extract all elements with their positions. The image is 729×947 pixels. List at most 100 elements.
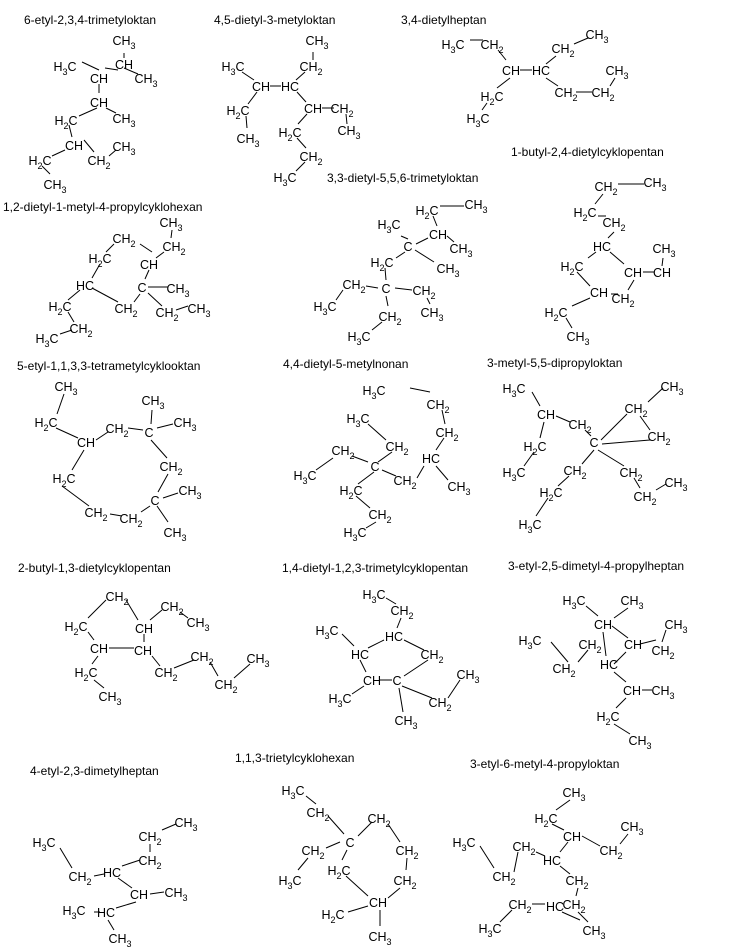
bond-line (535, 497, 549, 517)
atom-group-label: CH2 (594, 180, 617, 197)
atom-group-label: CH (624, 638, 642, 652)
bond-line (59, 329, 73, 335)
atom-group-label: CH3 (420, 306, 443, 323)
atom-group-label: CH2 (105, 422, 128, 439)
bond-line (426, 297, 431, 305)
bond-line (367, 639, 385, 649)
atom-group-label: H3C (562, 594, 585, 611)
atom-group-label: HC (103, 866, 121, 880)
bond-line (156, 423, 174, 429)
atom-group-label: H2C (573, 206, 596, 223)
atom-group-label: CH2 (651, 644, 674, 661)
atom-group-label: CH2 (84, 506, 107, 523)
atom-group-label: CH2 (508, 898, 531, 915)
atom-group-label: H3C (478, 922, 501, 939)
bond-line (83, 139, 95, 153)
atom-group-label: CH2 (563, 464, 586, 481)
atom-group-label: CH3 (436, 262, 459, 279)
bond-line (68, 124, 73, 138)
bond-line (351, 455, 369, 463)
bond-line (297, 113, 308, 125)
bond-line (403, 659, 429, 677)
compound-name: 2-butyl-1,3-dietylcyklopentan (18, 561, 171, 575)
bond-line (67, 311, 75, 323)
atom-group-label: HC (593, 240, 611, 254)
atom-group-label: H3C (35, 332, 58, 349)
atom-group-label: CH3 (620, 594, 643, 611)
bond-line (613, 651, 627, 665)
atom-group-label: CH2 (160, 600, 183, 617)
molecule-panel: 1-butyl-2,4-dietylcyklopentanCH2CH3H2CCH… (511, 145, 676, 347)
bond-line (513, 851, 519, 873)
compound-name: 1-butyl-2,4-dietylcyklopentan (511, 145, 664, 159)
atom-group-label: CH3 (159, 216, 182, 233)
molecule-panel: 2-butyl-1,3-dietylcyklopentanCH2CHCH2CH3… (18, 561, 270, 707)
bond-line (355, 495, 371, 509)
atom-group-label: C (392, 674, 401, 688)
atom-group-label: CH2 (393, 474, 416, 491)
atom-group-label: CH2 (578, 638, 601, 655)
bond-line (394, 287, 413, 291)
compound-name: 3-etyl-6-metyl-4-propyloktan (470, 757, 619, 771)
bond-line (325, 841, 341, 849)
bond-line (157, 473, 169, 493)
atom-group-label: HC (543, 854, 561, 868)
atom-group-label: H3C (62, 904, 85, 921)
atom-group-label: C (589, 436, 598, 450)
atom-group-label: CH3 (582, 924, 605, 941)
atom-group-label: CH2 (378, 310, 401, 327)
bond-line (496, 77, 511, 89)
atom-group-label: H3C (293, 469, 316, 486)
atom-group-label: H3C (452, 836, 475, 853)
atom-group-label: CH3 (112, 140, 135, 157)
bond-line (107, 919, 115, 931)
bond-line (409, 387, 431, 393)
atom-group-label: CH (590, 286, 608, 300)
atom-group-label: H3C (278, 874, 301, 891)
atom-group-label: H2C (544, 306, 567, 323)
atom-group-label: CH3 (173, 416, 196, 433)
molecule-panel: 5-etyl-1,1,3,3-tetrametylcyklooktanCH3CH… (17, 359, 202, 543)
atom-group-label: C (345, 836, 354, 850)
bond-line (123, 67, 139, 75)
atom-group-label: CH3 (449, 242, 472, 259)
bond-line (41, 165, 51, 175)
atom-group-label: CH3 (664, 618, 687, 635)
compound-name: 3-metyl-5,5-dipropyloktan (487, 356, 622, 370)
atom-group-label: CH2 (138, 830, 161, 847)
atom-group-label: C (403, 240, 412, 254)
atom-group-label: H3C (328, 692, 351, 709)
atom-group-label: CH3 (174, 816, 197, 833)
bond-line (647, 387, 664, 403)
atom-group-label: CH2 (112, 232, 135, 249)
atom-group-label: H2C (34, 416, 57, 433)
bond-line (105, 243, 115, 253)
bond-line (341, 849, 348, 861)
atom-group-label: HC (385, 630, 403, 644)
atom-group-label: CH3 (54, 380, 77, 397)
bond-line (95, 431, 109, 441)
bond-line (297, 857, 309, 871)
atom-group-label: CH3 (456, 668, 479, 685)
atom-group-label: CH3 (236, 132, 259, 149)
atom-group-label: CH3 (187, 302, 210, 319)
atom-group-label: CH2 (214, 678, 237, 695)
compound-name: 1,4-dietyl-1,2,3-trimetylcyklopentan (282, 561, 468, 575)
bond-line (607, 231, 615, 239)
atom-group-label: CH3 (337, 124, 360, 141)
atom-group-label: CH2 (591, 86, 614, 103)
bond-line (639, 415, 651, 431)
atom-group-label: CH2 (480, 38, 503, 55)
atom-group-label: H2C (339, 484, 362, 501)
bond-line (117, 877, 133, 889)
compound-name: 3,4-dietylheptan (401, 13, 486, 27)
bond-line (523, 451, 535, 467)
compound-name: 5-etyl-1,1,3,3-tetrametylcyklooktan (17, 359, 200, 373)
atom-group-label: C (381, 282, 390, 296)
atom-group-label: HC (546, 900, 564, 914)
bond-line (602, 631, 607, 657)
bond-line (497, 49, 507, 61)
atom-group-label: CH2 (619, 466, 642, 483)
